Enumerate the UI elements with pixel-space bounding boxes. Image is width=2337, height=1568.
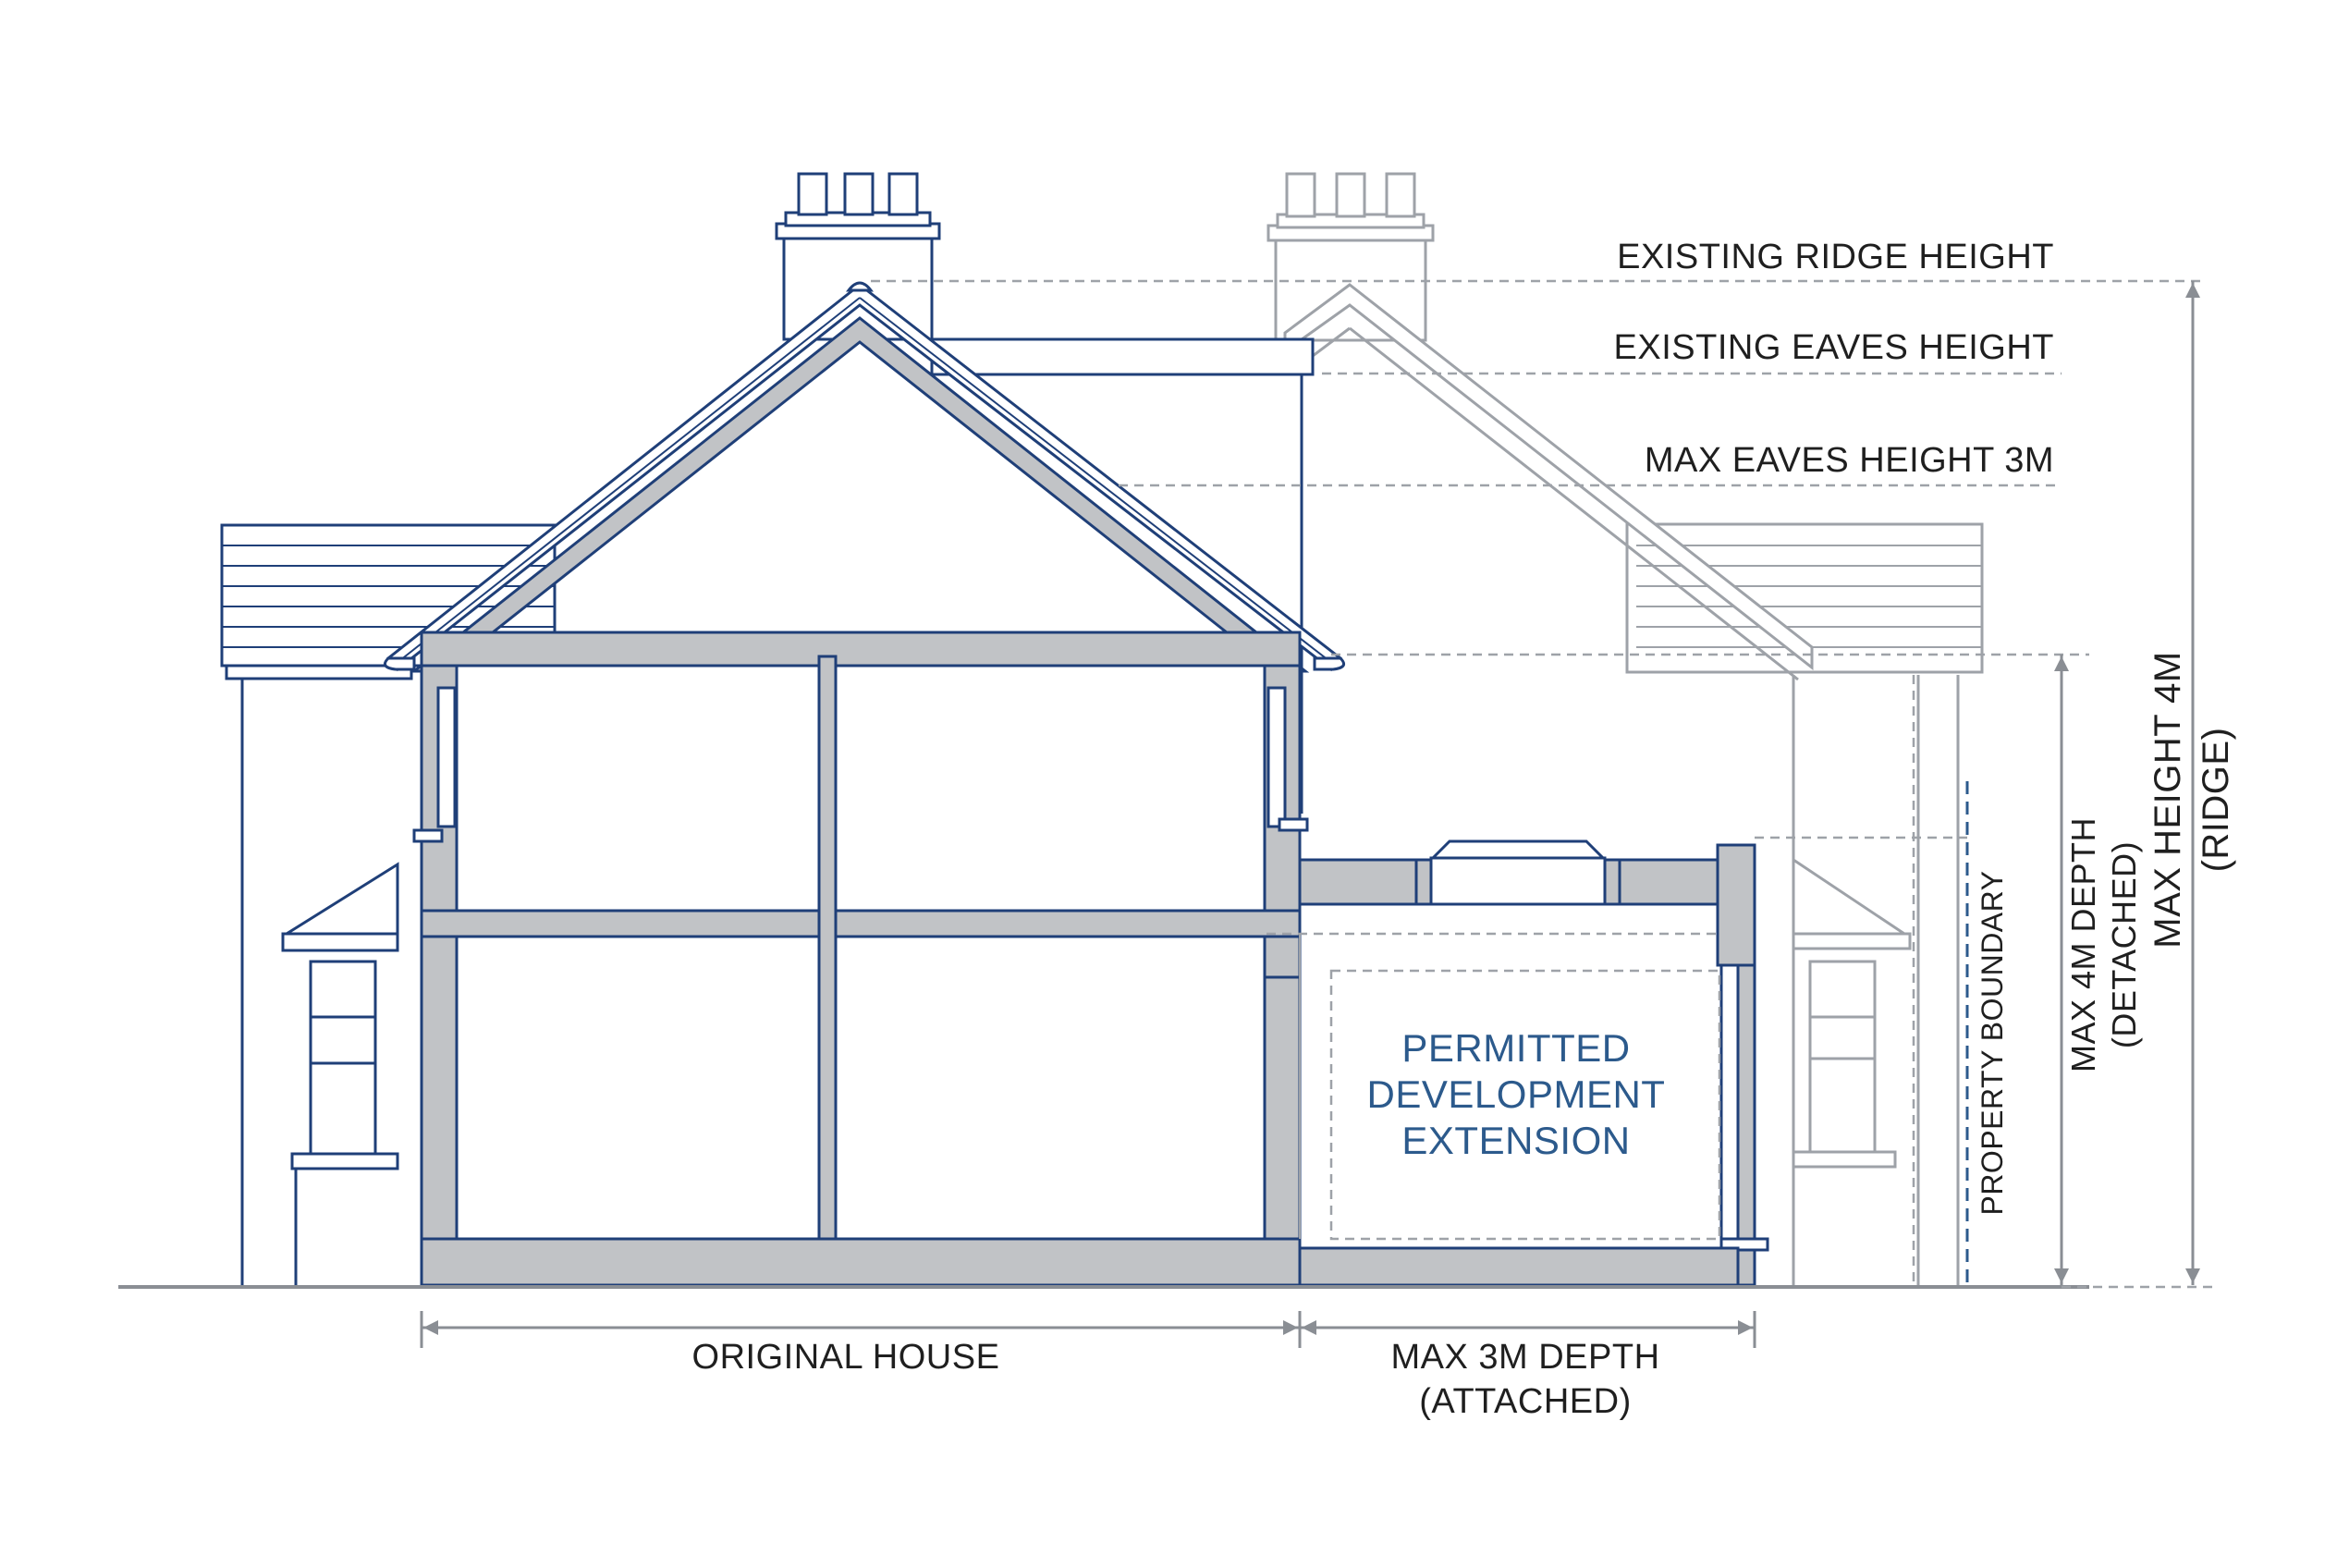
extension-label-line1: PERMITTED xyxy=(1401,1026,1630,1070)
attached-depth-label-line1: MAX 3M DEPTH xyxy=(1390,1338,1659,1377)
property-boundary-label: PROPERTY BOUNDARY xyxy=(1976,870,2009,1215)
detached-depth-label-line2: (DETACHED) xyxy=(2105,841,2143,1048)
detached-depth-dimension xyxy=(2054,655,2069,1285)
extension-label-line2: DEVELOPMENT xyxy=(1367,1072,1666,1116)
extension-label-line3: EXTENSION xyxy=(1401,1119,1630,1162)
original-house-label: ORIGINAL HOUSE xyxy=(692,1338,1000,1377)
permitted-extension xyxy=(1266,839,1769,1287)
eaves-height-label: EXISTING EAVES HEIGHT xyxy=(1614,328,2054,367)
extension-depth-dimension xyxy=(1300,1311,1756,1348)
max-height-label-line1: MAX HEIGHT 4M xyxy=(2147,651,2188,948)
max-eaves-label: MAX EAVES HEIGHT 3M xyxy=(1645,441,2054,480)
original-house-section xyxy=(383,172,1346,1287)
original-house-dimension xyxy=(420,1311,1302,1348)
neighbour-house-outline xyxy=(1266,172,1984,1285)
attached-depth-label-line2: (ATTACHED) xyxy=(1419,1382,1631,1421)
max-height-dimension xyxy=(2185,281,2200,1285)
detached-depth-label-line1: MAX 4M DEPTH xyxy=(2064,817,2102,1072)
ridge-height-label: EXISTING RIDGE HEIGHT xyxy=(1617,238,2054,276)
max-height-label-line2: (RIDGE) xyxy=(2196,728,2236,873)
